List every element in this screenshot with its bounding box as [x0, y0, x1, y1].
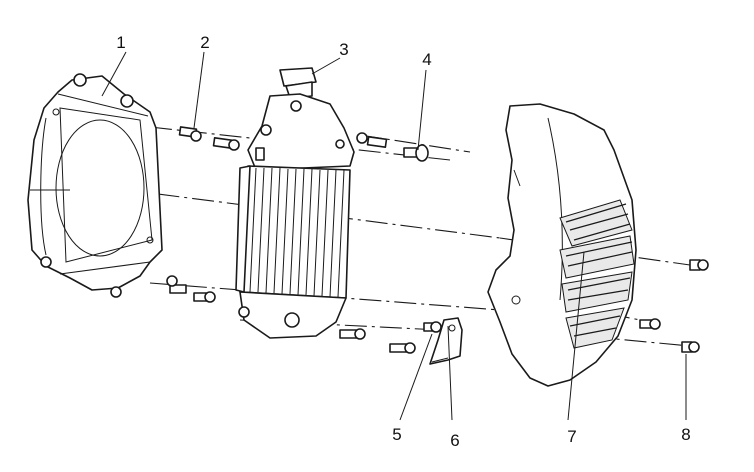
callout-4: 4 — [422, 50, 431, 69]
callout-5: 5 — [392, 425, 401, 444]
fan-shroud-part — [27, 73, 163, 298]
leader-lines — [101, 51, 687, 421]
callout-2: 2 — [200, 33, 209, 52]
cover-grille — [559, 199, 635, 349]
callout-1: 1 — [116, 33, 125, 52]
callout-7: 7 — [567, 427, 576, 446]
callout-labels: 1 2 3 4 5 6 7 8 — [116, 33, 690, 450]
bolt-part-5 — [423, 321, 442, 333]
radiator-part — [235, 67, 355, 339]
radiator-cover-part — [487, 103, 637, 387]
callout-8: 8 — [681, 425, 690, 444]
cover-bolts-part-8 — [639, 259, 709, 353]
bolt-part-2 — [166, 126, 240, 303]
nut-part-4 — [356, 132, 429, 162]
lower-bolts — [339, 328, 416, 354]
bracket-part-6 — [429, 317, 463, 365]
callout-6: 6 — [450, 431, 459, 450]
callout-3: 3 — [339, 40, 348, 59]
radiator-core-fins — [249, 167, 345, 298]
